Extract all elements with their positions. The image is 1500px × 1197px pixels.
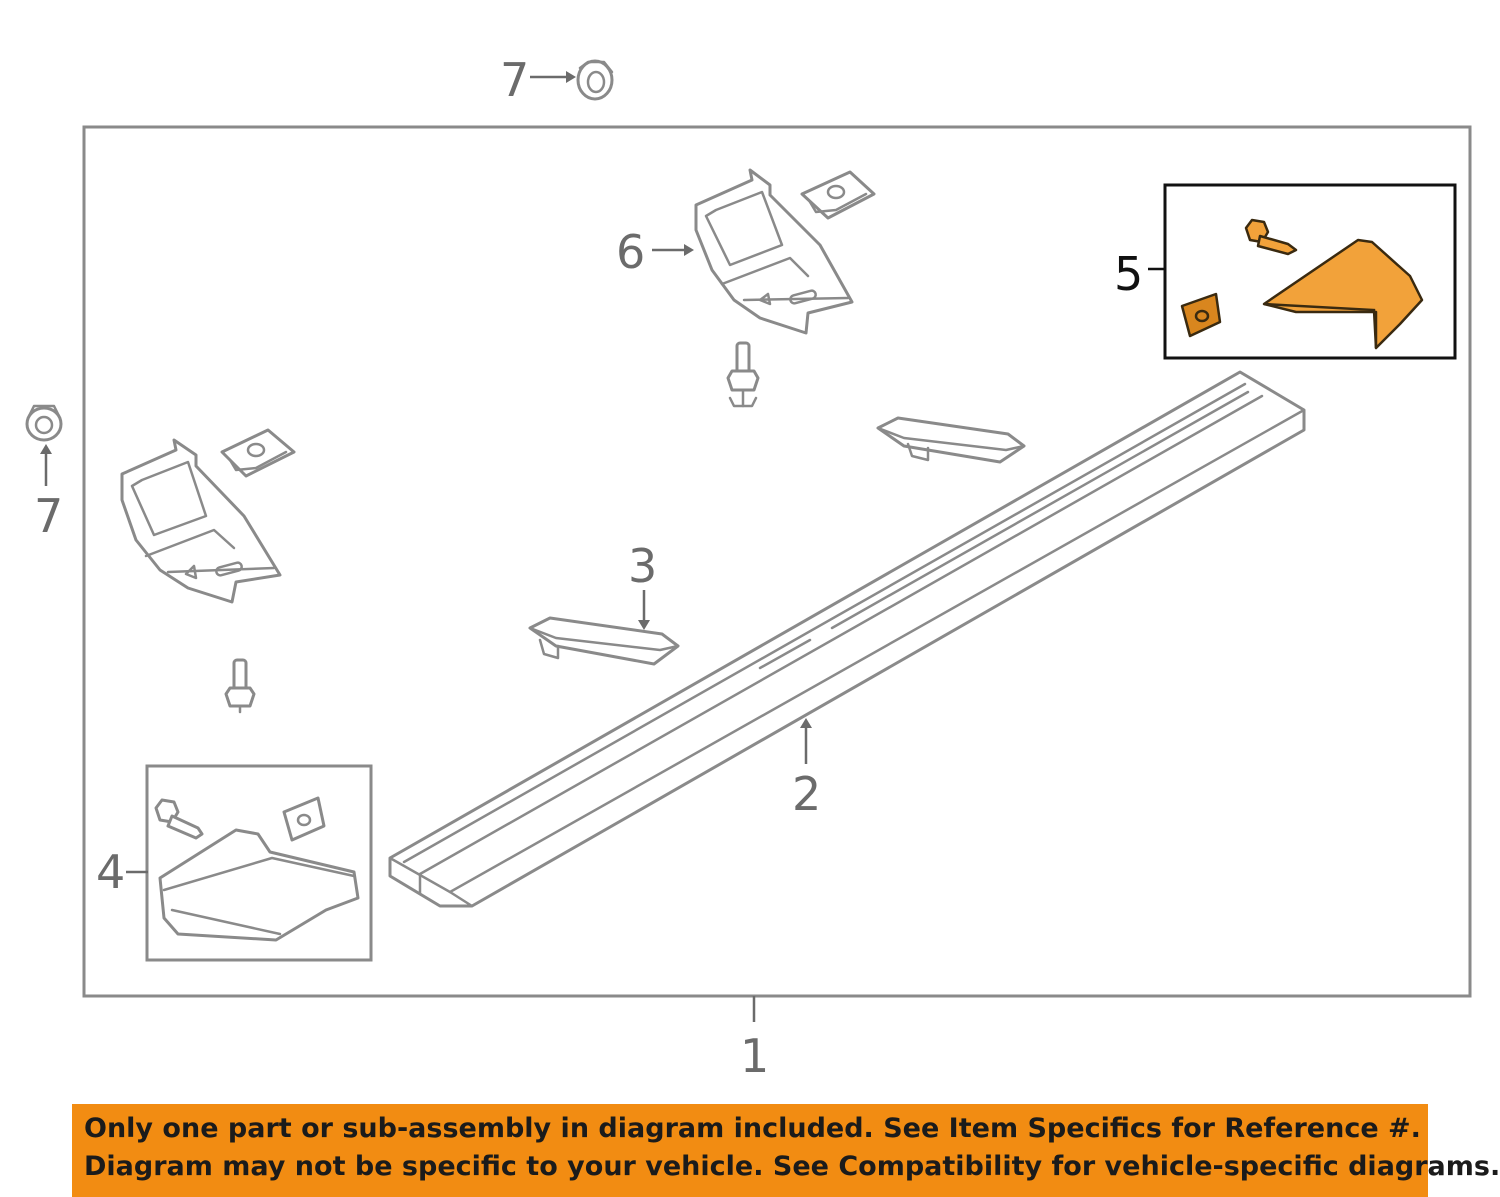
notice-banner: Only one part or sub-assembly in diagram… xyxy=(72,1104,1500,1197)
callout-6-arrow xyxy=(652,244,694,256)
clip-nut-lower xyxy=(220,428,296,478)
clip-nut-highlighted xyxy=(1180,292,1222,338)
end-cap-left xyxy=(158,828,360,942)
bolt-highlighted xyxy=(1244,218,1298,256)
clip-nut-left xyxy=(282,796,326,842)
stud-upper xyxy=(726,341,760,408)
bracket-upper xyxy=(694,168,854,335)
step-support-upper xyxy=(876,416,1026,464)
end-cap-box-highlighted xyxy=(1163,183,1457,360)
bracket-lower xyxy=(120,438,282,604)
callout-6: 6 xyxy=(616,225,645,279)
callout-7-left: 7 xyxy=(34,489,63,543)
notice-line-1: Only one part or sub-assembly in diagram… xyxy=(84,1113,1421,1144)
callout-7-top: 7 xyxy=(500,53,529,107)
assembly-frame xyxy=(82,125,1472,998)
nut-left xyxy=(25,404,63,442)
callout-1: 1 xyxy=(740,1029,769,1083)
running-board xyxy=(388,370,1306,908)
nut-top xyxy=(576,59,614,101)
notice-line-2: Diagram may not be specific to your vehi… xyxy=(84,1151,1500,1182)
bolt-left xyxy=(154,798,204,840)
end-cap-highlighted xyxy=(1262,238,1424,350)
clip-nut-upper xyxy=(800,170,876,220)
callout-7-left-arrow xyxy=(40,444,52,486)
step-support-lower xyxy=(528,616,680,666)
callout-3: 3 xyxy=(628,539,657,593)
end-cap-box xyxy=(145,764,373,962)
callout-4: 4 xyxy=(96,845,125,899)
callout-7-top-arrow xyxy=(530,71,576,83)
stud-lower xyxy=(224,658,256,714)
callout-2-arrow xyxy=(800,718,812,764)
callout-2: 2 xyxy=(792,767,821,821)
callout-3-arrow xyxy=(638,590,650,630)
callout-5: 5 xyxy=(1114,247,1143,301)
